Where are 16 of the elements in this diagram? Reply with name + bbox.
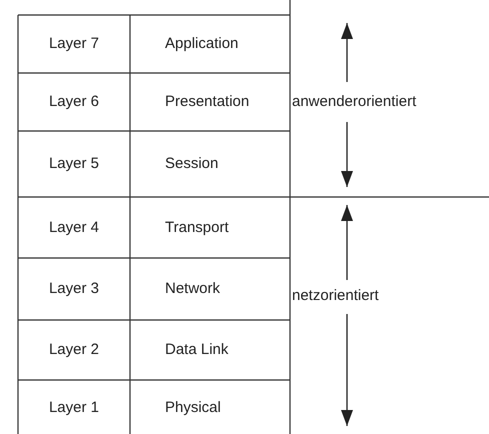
layer-number: Layer 2 <box>48 341 100 359</box>
layer-name: Physical <box>165 399 221 417</box>
layer-number: Layer 5 <box>48 155 100 173</box>
layer-number: Layer 1 <box>48 399 100 417</box>
layer-name: Transport <box>165 218 229 236</box>
layer-number: Layer 4 <box>48 218 100 236</box>
group-label: netzorientiert <box>292 287 379 305</box>
layer-number: Layer 3 <box>48 280 100 298</box>
layer-number: Layer 6 <box>48 93 100 111</box>
layer-name: Network <box>165 280 220 298</box>
layer-name: Data Link <box>165 341 228 359</box>
group-label: anwenderorientiert <box>292 93 416 111</box>
layer-number: Layer 7 <box>48 35 100 53</box>
layer-name: Application <box>165 35 238 53</box>
layer-name: Presentation <box>165 93 250 111</box>
layer-name: Session <box>165 155 218 173</box>
